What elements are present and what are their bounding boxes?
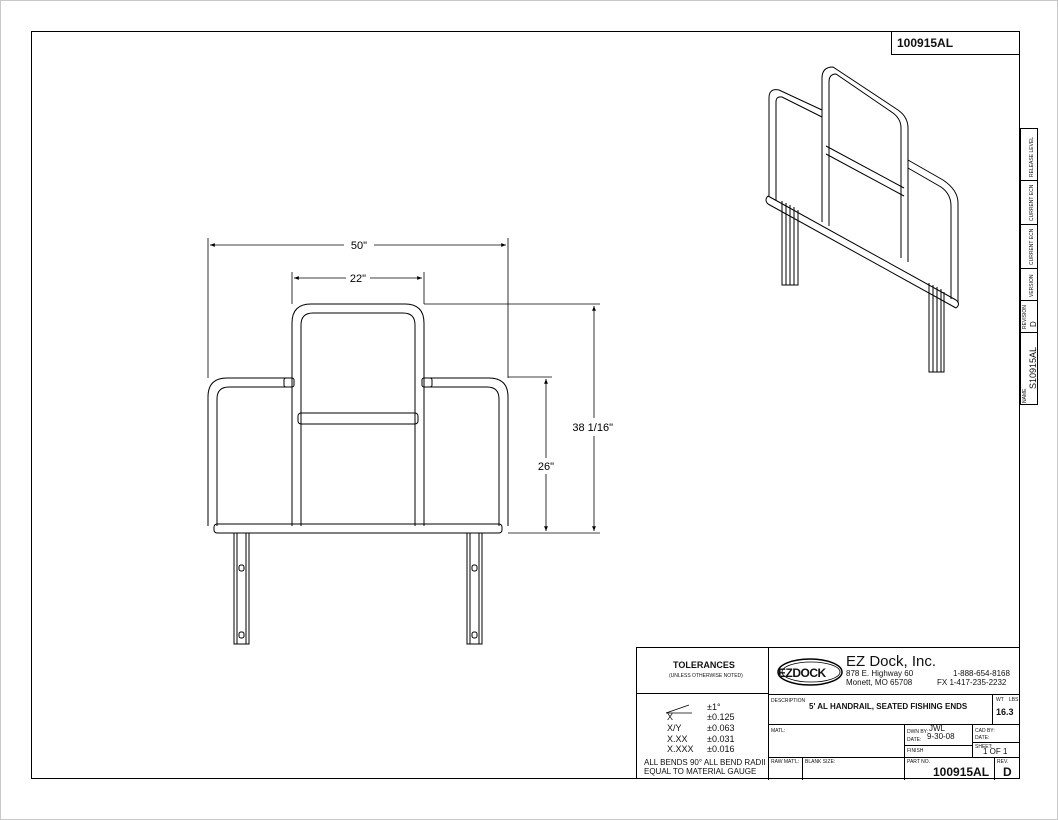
description-cell: DESCRIPTION 5' AL HANDRAIL, SEATED FISHI… — [769, 695, 993, 725]
material-cell: MATL: — [769, 725, 905, 758]
tol-value-xy: ±0.063 — [707, 723, 735, 733]
tolerances-panel: TOLERANCES (UNLESS OTHERWISE NOTED) ±1° … — [637, 648, 769, 780]
finish-label: FINISH — [907, 748, 924, 754]
tol-value-xxxx: ±0.016 — [707, 744, 735, 754]
revision-cell: REVISION D — [1021, 301, 1038, 333]
logo-text: EZDOCK — [778, 666, 826, 680]
company-phone: 1-888-654-8168 — [953, 669, 1010, 678]
center-hoop-outer — [291, 303, 425, 526]
left-post — [233, 532, 250, 645]
bend-note-2: EQUAL TO MATERIAL GAUGE — [644, 767, 757, 776]
rev-cell: REV. D — [995, 758, 1020, 780]
sheet-label: SHEET: — [975, 744, 993, 750]
wt-label: WT — [996, 697, 1004, 703]
drawn-by-cell: DWN BY: JWL DATE: 9-30-08 FINISH — [905, 725, 973, 758]
angle-icon — [665, 704, 692, 714]
left-rail-cap — [283, 377, 295, 388]
right-rail-inner — [424, 386, 500, 526]
bend-note-1: ALL BENDS 90° ALL BEND RADII — [644, 758, 766, 767]
right-rail-cap — [421, 377, 433, 388]
tol-value-xxx: ±0.031 — [707, 734, 735, 744]
weight-value: 16.3 — [996, 707, 1014, 717]
front-view — [207, 303, 509, 645]
sheet-value: 1 OF 1 — [983, 747, 1008, 756]
cad-by-label: CAD BY: — [975, 728, 995, 734]
drawing-border — [31, 31, 1020, 779]
lbs-label: LBS — [1009, 697, 1019, 703]
company-header: EZDOCK EZ Dock, Inc. 878 E. Highway 60 M… — [769, 648, 1020, 695]
side-revision-tab: RELEASE LEVEL CURRENT ECN CURRENT ECN VE… — [1020, 128, 1038, 405]
date-label: DATE: — [907, 737, 922, 743]
center-crossbar — [297, 412, 419, 425]
bottom-rail — [213, 523, 503, 534]
dimension-lines — [207, 238, 600, 534]
tol-label-xxxx: X.XXX — [667, 744, 694, 754]
angle-tolerance: ±1° — [707, 702, 721, 712]
part-no-cell: PART NO. 100915AL — [905, 758, 995, 780]
dim-overall-width: 50" — [351, 240, 367, 252]
ezdock-logo — [777, 658, 843, 686]
cad-cell: CAD BY: DATE: SHEET: 1 OF 1 — [973, 725, 1020, 758]
right-rail-outer — [424, 377, 509, 526]
current-ecn-cell-2: CURRENT ECN — [1021, 225, 1038, 269]
raw-matl-cell: RAW MAT'L: — [769, 758, 803, 780]
description-label: DESCRIPTION — [771, 698, 806, 704]
dim-overall-height: 38 1/16" — [572, 422, 613, 434]
current-ecn-cell-1: CURRENT ECN — [1021, 181, 1038, 225]
company-name: EZ Dock, Inc. — [846, 653, 937, 670]
rev-label: REV. — [997, 759, 1009, 765]
left-rail-inner — [216, 386, 292, 526]
dim-side-height: 26" — [538, 461, 554, 473]
part-no-value: 100915AL — [933, 765, 990, 779]
weight-cell: WT LBS 16.3 — [993, 695, 1020, 725]
company-fax: FX 1-417-235-2232 — [937, 678, 1007, 687]
tolerances-subtitle: (UNLESS OTHERWISE NOTED) — [669, 673, 743, 679]
isometric-view — [765, 66, 959, 373]
date-value: 9-30-08 — [927, 732, 955, 741]
release-level-cell: RELEASE LEVEL — [1021, 129, 1038, 181]
right-post — [466, 532, 483, 645]
cad-date-label: DATE: — [975, 735, 990, 741]
part-no-label: PART NO. — [907, 759, 931, 765]
blank-size-label: BLANK SIZE: — [805, 759, 836, 765]
dwn-by-value: JWL — [929, 724, 945, 733]
company-address-2: Monett, MO 65708 — [846, 678, 913, 687]
version-cell: VERSION — [1021, 269, 1038, 301]
raw-matl-label: RAW MAT'L: — [771, 759, 800, 765]
blank-size-cell: BLANK SIZE: — [803, 758, 905, 780]
tol-label-xy: X/Y — [667, 723, 682, 733]
dim-top-width: 22" — [350, 273, 366, 285]
company-address-1: 878 E. Highway 60 — [846, 669, 914, 678]
tol-label-xxx: X.XX — [667, 734, 688, 744]
matl-label: MATL: — [771, 728, 786, 734]
tolerances-title: TOLERANCES — [673, 660, 735, 670]
top-part-number: 100915AL — [891, 31, 1020, 55]
tol-value-x: ±0.125 — [707, 712, 735, 722]
center-hoop-inner — [300, 312, 416, 526]
rev-value: D — [1003, 765, 1012, 779]
tol-label-x: X — [667, 712, 674, 722]
left-rail-outer — [207, 377, 292, 526]
title-block: TOLERANCES (UNLESS OTHERWISE NOTED) ±1° … — [636, 647, 1020, 780]
description-text: 5' AL HANDRAIL, SEATED FISHING ENDS — [809, 702, 968, 711]
dwn-by-label: DWN BY: — [907, 729, 929, 735]
